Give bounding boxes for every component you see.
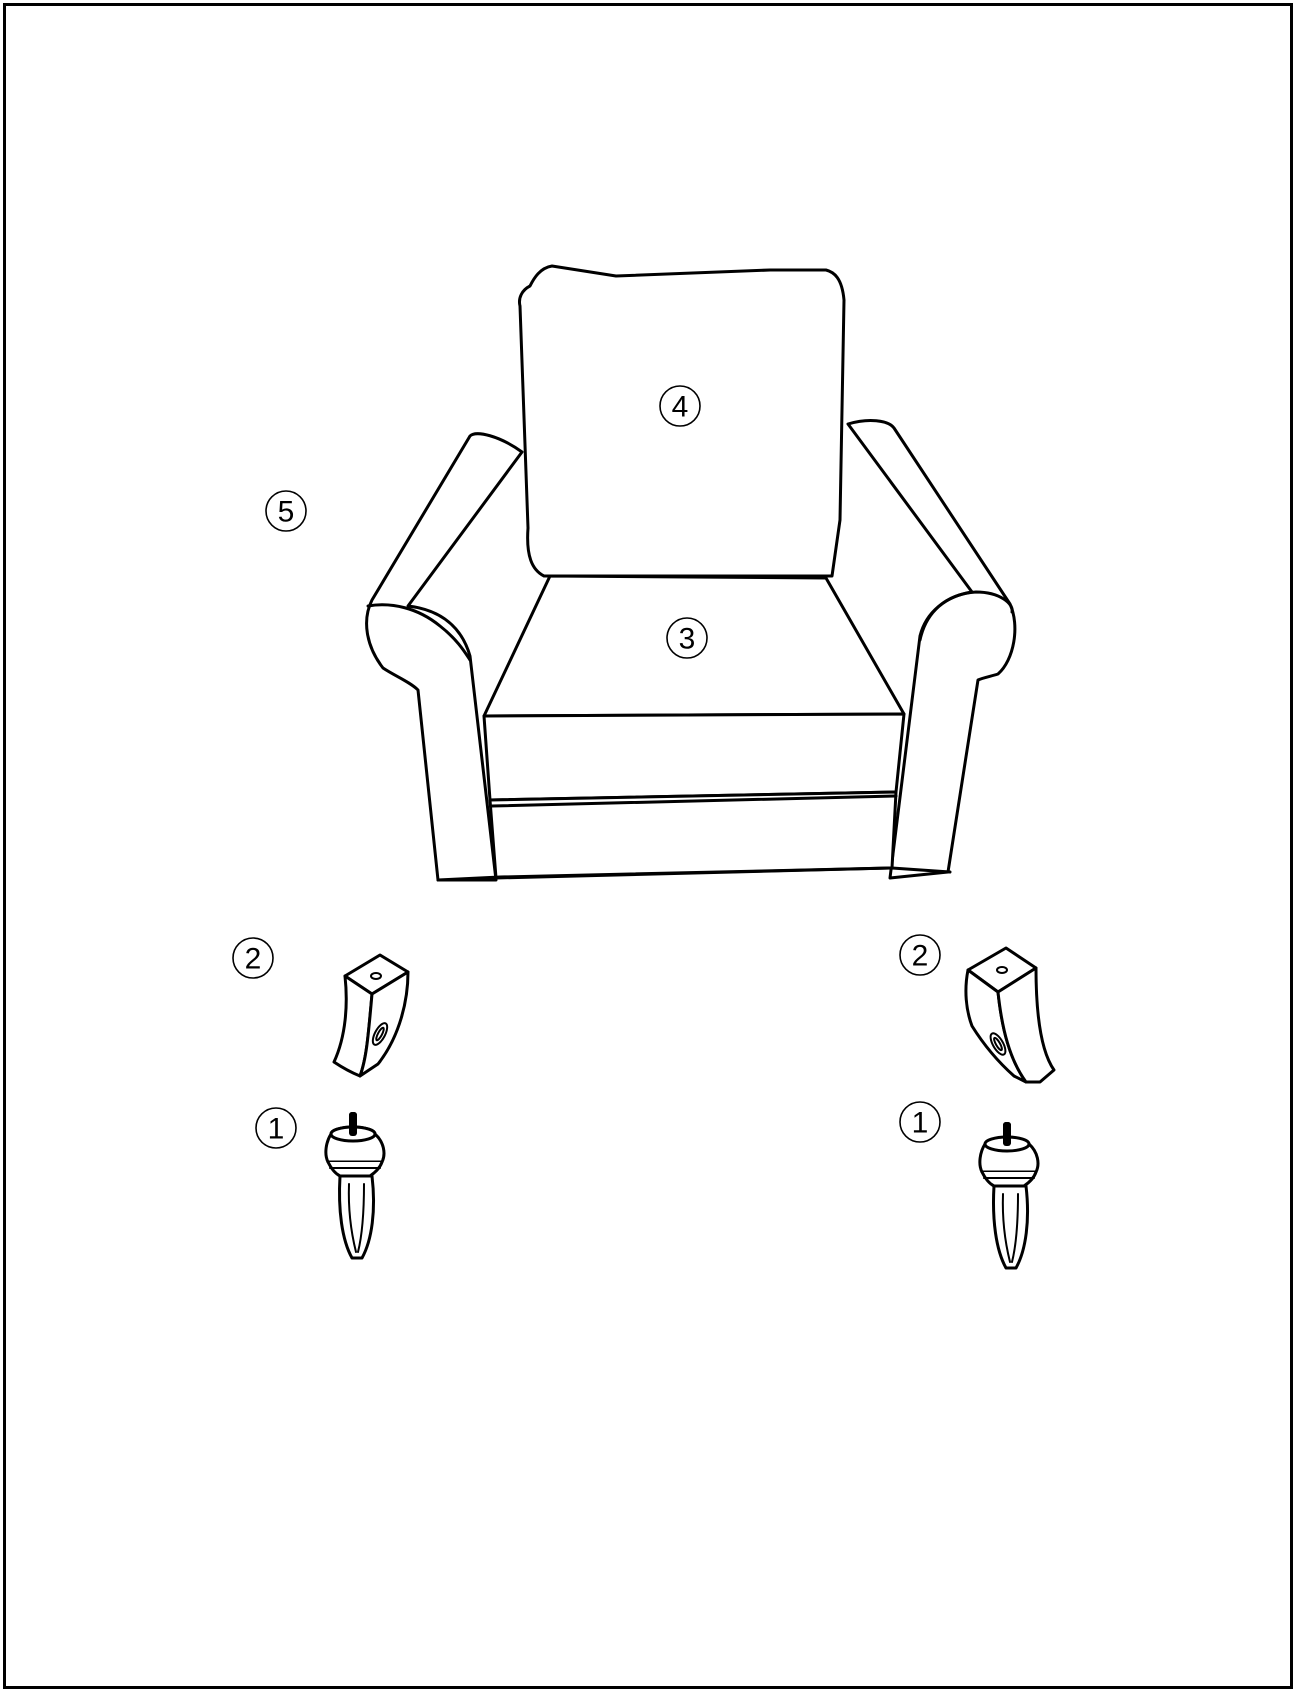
leg-left — [326, 1112, 384, 1258]
callout-2-right: 2 — [900, 935, 940, 975]
leg-right — [980, 1122, 1038, 1268]
callout-1-left: 1 — [256, 1108, 296, 1148]
callout-3: 3 — [667, 618, 707, 658]
leg-bracket-left — [334, 955, 408, 1076]
armchair — [367, 266, 1015, 880]
callout-5-label: 5 — [278, 496, 295, 529]
callout-4: 4 — [660, 386, 700, 426]
leg-bracket-right — [966, 948, 1054, 1082]
callout-1-right: 1 — [900, 1102, 940, 1142]
callout-4-label: 4 — [672, 391, 689, 424]
callout-1-left-label: 1 — [268, 1113, 285, 1146]
callout-5: 5 — [266, 491, 306, 531]
seat-cushion-front — [484, 714, 904, 800]
callout-2-right-label: 2 — [912, 940, 929, 973]
callout-1-right-label: 1 — [912, 1107, 929, 1140]
callout-2-left: 2 — [233, 938, 273, 978]
callout-2-left-label: 2 — [245, 943, 262, 976]
callout-3-label: 3 — [679, 623, 696, 656]
